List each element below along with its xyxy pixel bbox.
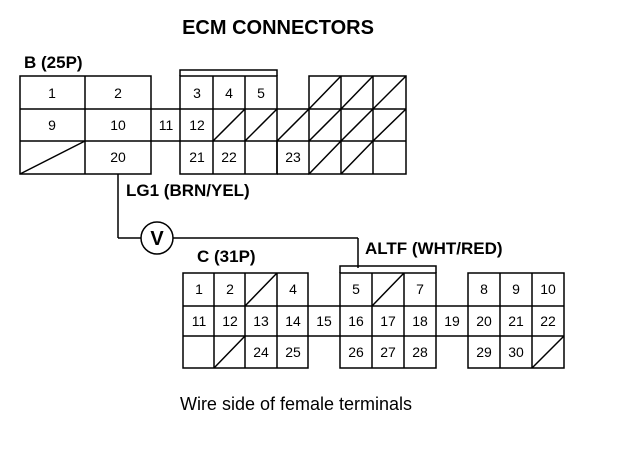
wire-altf-label: ALTF (WHT/RED) (365, 239, 503, 258)
pin-c-21: 21 (508, 313, 524, 329)
pin-c-13: 13 (253, 313, 269, 329)
pin-c-30: 30 (508, 344, 524, 360)
pin-c-11: 11 (192, 313, 207, 329)
pin-c-16: 16 (348, 313, 364, 329)
pin-b-10: 10 (110, 117, 126, 133)
pin-b-23: 23 (285, 149, 301, 165)
connector-b-pins: 1 2 3 4 5 9 10 11 12 20 21 22 23 (48, 85, 301, 165)
pin-c-12: 12 (222, 313, 238, 329)
pin-c-18: 18 (412, 313, 428, 329)
pin-c-10: 10 (540, 281, 556, 297)
pin-c-5: 5 (352, 281, 360, 297)
pin-c-4: 4 (289, 281, 297, 297)
pin-c-1: 1 (195, 281, 203, 297)
pin-c-7: 7 (416, 281, 424, 297)
voltmeter-wiring (117, 174, 359, 268)
pin-c-9: 9 (512, 281, 520, 297)
pin-c-17: 17 (380, 313, 396, 329)
pin-c-26: 26 (348, 344, 364, 360)
connector-b-label: B (25P) (24, 53, 83, 72)
pin-c-29: 29 (476, 344, 492, 360)
connector-c-label: C (31P) (197, 247, 256, 266)
pin-b-20: 20 (110, 149, 126, 165)
pin-b-4: 4 (225, 85, 233, 101)
connector-c-pins: 1 2 4 5 7 8 9 10 11 12 13 14 15 16 17 18… (192, 281, 556, 360)
connector-c (182, 265, 565, 369)
pin-c-27: 27 (380, 344, 396, 360)
pin-b-21: 21 (189, 149, 205, 165)
pin-c-2: 2 (226, 281, 234, 297)
pin-b-12: 12 (189, 117, 205, 133)
pin-b-1: 1 (48, 85, 56, 101)
pin-b-3: 3 (193, 85, 201, 101)
pin-b-5: 5 (257, 85, 265, 101)
pin-c-22: 22 (540, 313, 556, 329)
pin-c-19: 19 (444, 313, 460, 329)
pin-b-11: 11 (159, 117, 174, 133)
pin-b-9: 9 (48, 117, 56, 133)
pin-c-8: 8 (480, 281, 488, 297)
wire-lg1-label: LG1 (BRN/YEL) (126, 181, 250, 200)
diagram-title: ECM CONNECTORS (182, 17, 374, 39)
pin-c-24: 24 (253, 344, 269, 360)
pin-b-2: 2 (114, 85, 122, 101)
pin-c-25: 25 (285, 344, 301, 360)
pin-b-22: 22 (221, 149, 237, 165)
voltmeter-icon: V (150, 228, 164, 250)
pin-c-15: 15 (316, 313, 332, 329)
diagram-caption: Wire side of female terminals (180, 394, 412, 414)
connector-b (19, 69, 407, 175)
pin-c-28: 28 (412, 344, 428, 360)
pin-c-20: 20 (476, 313, 492, 329)
pin-c-14: 14 (285, 313, 301, 329)
